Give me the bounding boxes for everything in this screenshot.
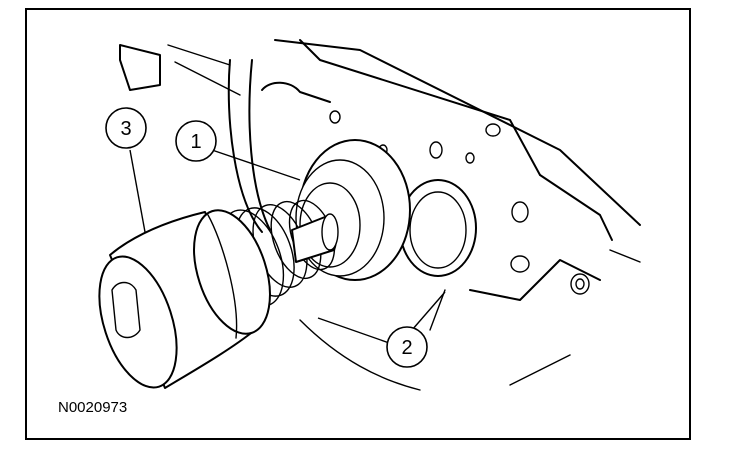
callout-2: 2 <box>386 326 428 368</box>
svg-text:2: 2 <box>401 337 412 359</box>
case-bore <box>295 139 411 281</box>
leader-line-3 <box>129 149 146 233</box>
callout-3: 3 <box>105 107 147 149</box>
leader-line-2b <box>411 291 446 331</box>
callout-1: 1 <box>175 120 217 162</box>
leader-lines <box>129 149 446 346</box>
leader-line-2a <box>317 317 396 346</box>
svg-text:1: 1 <box>190 131 201 153</box>
figure-frame <box>25 8 691 440</box>
transmission-case <box>119 39 641 391</box>
svg-text:3: 3 <box>120 118 131 140</box>
servo-piston-rod <box>291 213 339 263</box>
figure-id: N0020973 <box>58 399 127 416</box>
servo-cover <box>98 209 271 389</box>
leader-line-1 <box>211 149 301 181</box>
